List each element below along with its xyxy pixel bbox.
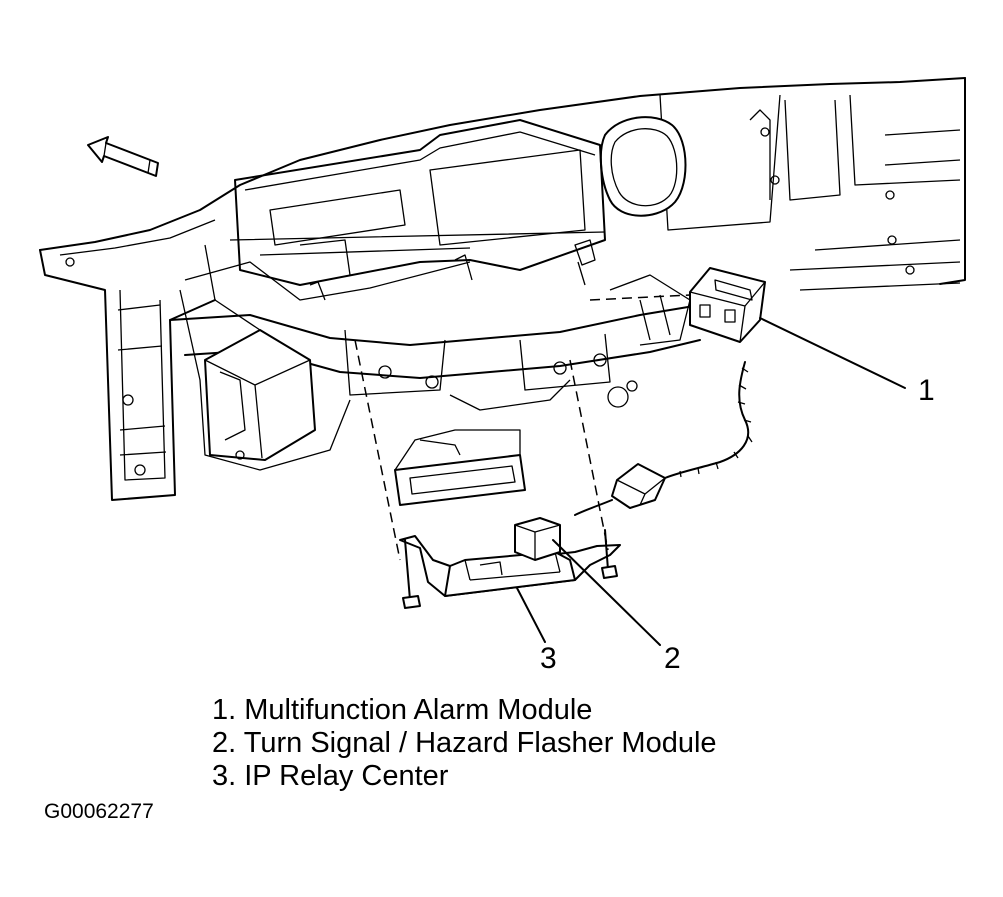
callout-1: 1 bbox=[918, 374, 935, 407]
multifunction-alarm-module bbox=[689, 267, 766, 343]
callout-3: 3 bbox=[540, 642, 557, 675]
figure-code: G00062277 bbox=[44, 800, 154, 823]
wiring-harness bbox=[574, 361, 753, 516]
callout-leaders bbox=[516, 317, 906, 646]
installation-guide-lines bbox=[354, 294, 691, 561]
fastener-screws bbox=[402, 529, 618, 609]
legend-item-3: 3. IP Relay Center bbox=[212, 760, 449, 792]
legend-item-1: 1. Multifunction Alarm Module bbox=[212, 694, 593, 726]
instrument-panel-carrier bbox=[39, 77, 966, 506]
callout-2: 2 bbox=[664, 642, 681, 675]
legend: 1. Multifunction Alarm Module 2. Turn Si… bbox=[212, 694, 717, 793]
legend-item-2: 2. Turn Signal / Hazard Flasher Module bbox=[212, 727, 717, 759]
turn-signal-hazard-flasher-module bbox=[514, 517, 561, 561]
forward-arrow-icon bbox=[87, 136, 159, 177]
ip-relay-center bbox=[399, 535, 621, 597]
